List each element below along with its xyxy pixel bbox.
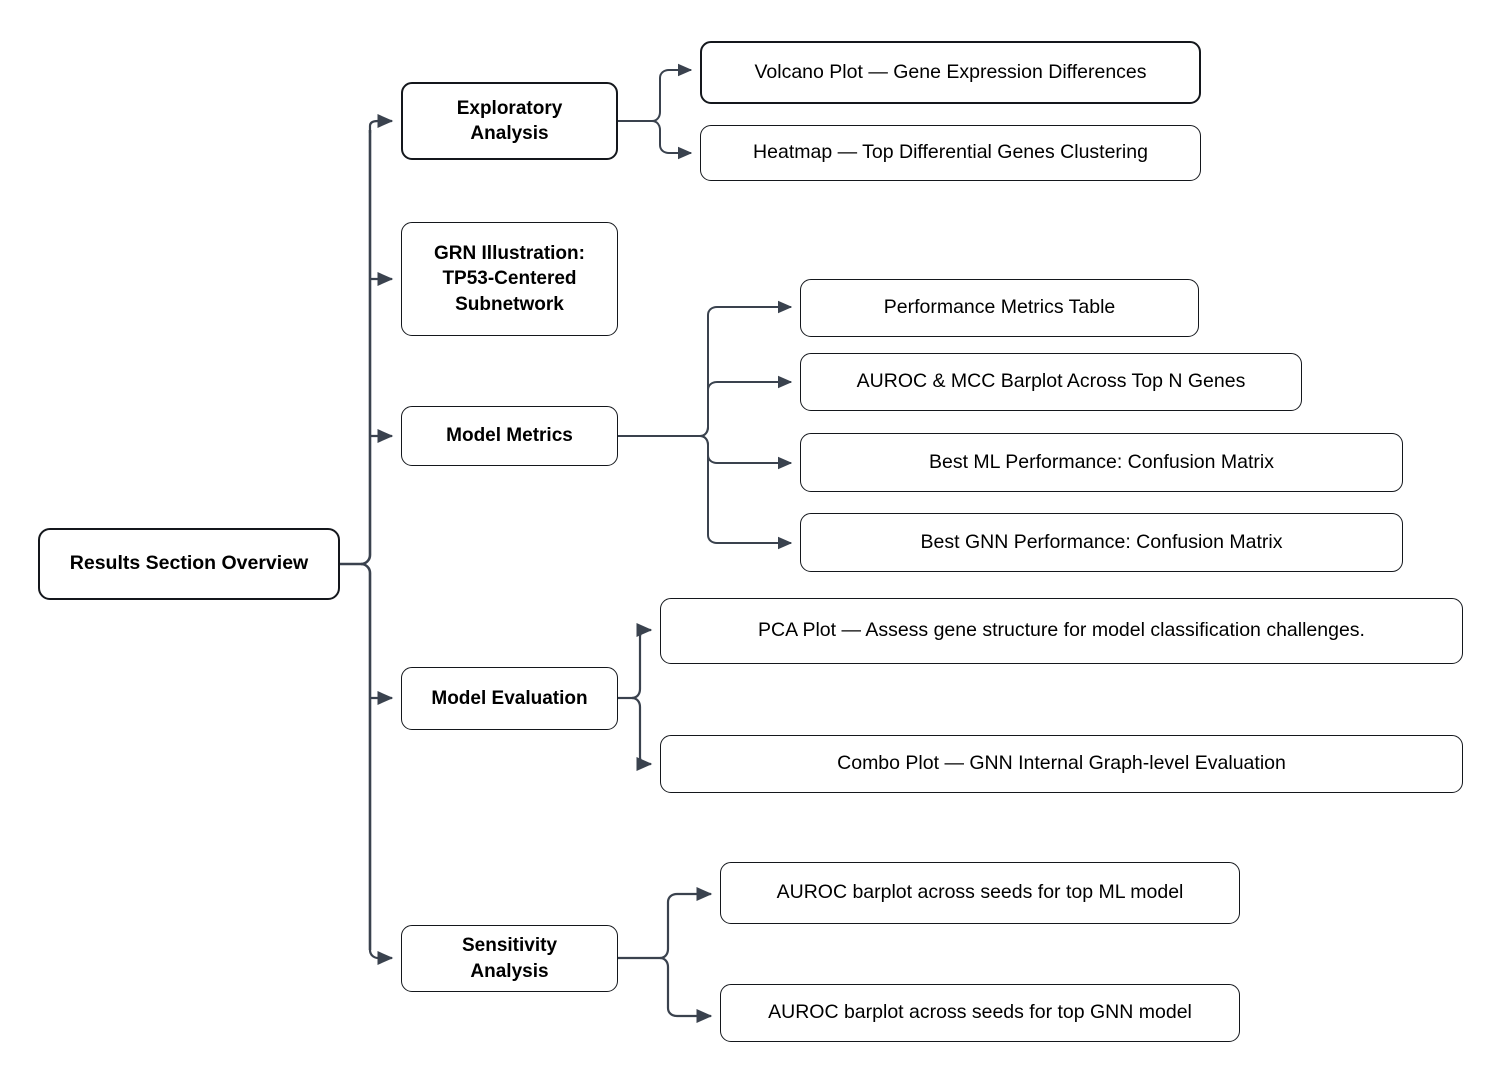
edge-branch-a	[368, 114, 394, 133]
node-results-section-overview[interactable]: Results Section Overview	[38, 528, 340, 600]
edge-evaluation-d1	[631, 623, 653, 700]
node-label: Volcano Plot — Gene Expression Differenc…	[754, 60, 1147, 83]
node-label: Exploratory Analysis	[456, 97, 563, 144]
node-model-metrics[interactable]: Model Metrics	[401, 406, 618, 466]
node-label: Sensitivity Analysis	[461, 935, 558, 982]
node-exploratory-analysis[interactable]: Exploratory Analysis	[401, 82, 618, 160]
node-label: AUROC barplot across seeds for top GNN m…	[768, 1001, 1192, 1024]
node-label: Results Section Overview	[69, 552, 309, 575]
node-label: Model Evaluation	[431, 687, 588, 709]
edge-trunk-join	[360, 554, 372, 566]
node-grn-illustration[interactable]: GRN Illustration: TP53-Centered Subnetwo…	[401, 222, 618, 336]
node-auroc-seeds-ml[interactable]: AUROC barplot across seeds for top ML mo…	[720, 862, 1240, 924]
node-label: GRN Illustration: TP53-Centered Subnetwo…	[434, 243, 585, 315]
node-best-ml-confusion-matrix[interactable]: Best ML Performance: Confusion Matrix	[800, 433, 1403, 492]
node-label: Best ML Performance: Confusion Matrix	[929, 450, 1274, 473]
edge-metrics-c1	[699, 300, 793, 437]
node-heatmap[interactable]: Heatmap — Top Differential Genes Cluster…	[700, 125, 1201, 181]
node-auroc-mcc-barplot[interactable]: AUROC & MCC Barplot Across Top N Genes	[800, 353, 1302, 411]
edge-exploratory-trunk-up	[651, 63, 693, 122]
node-performance-metrics-table[interactable]: Performance Metrics Table	[800, 279, 1199, 337]
edge-metrics-c2	[699, 375, 793, 437]
node-label: Combo Plot — GNN Internal Graph-level Ev…	[837, 752, 1286, 775]
node-model-evaluation[interactable]: Model Evaluation	[401, 667, 618, 730]
node-label: Performance Metrics Table	[883, 296, 1116, 319]
node-sensitivity-analysis[interactable]: Sensitivity Analysis	[401, 925, 618, 992]
node-label: PCA Plot — Assess gene structure for mod…	[758, 619, 1365, 642]
node-volcano-plot[interactable]: Volcano Plot — Gene Expression Differenc…	[700, 41, 1201, 104]
edge-metrics-c4	[699, 435, 793, 550]
node-pca-plot[interactable]: PCA Plot — Assess gene structure for mod…	[660, 598, 1463, 664]
node-combo-plot[interactable]: Combo Plot — GNN Internal Graph-level Ev…	[660, 735, 1463, 793]
edge-evaluation-d2	[631, 696, 653, 771]
edge-branch-e	[368, 949, 394, 965]
node-label: Best GNN Performance: Confusion Matrix	[920, 530, 1283, 553]
node-auroc-seeds-gnn[interactable]: AUROC barplot across seeds for top GNN m…	[720, 984, 1240, 1042]
edge-metrics-c3	[699, 435, 793, 470]
node-best-gnn-confusion-matrix[interactable]: Best GNN Performance: Confusion Matrix	[800, 513, 1403, 572]
edge-trunk-join2	[360, 562, 372, 574]
edge-sensitivity-e1	[659, 887, 713, 960]
node-label: AUROC & MCC Barplot Across Top N Genes	[856, 370, 1246, 393]
node-label: AUROC barplot across seeds for top ML mo…	[776, 881, 1184, 904]
edge-sensitivity-e2	[659, 956, 713, 1023]
node-label: Model Metrics	[446, 425, 573, 447]
edge-exploratory-trunk-down	[651, 120, 693, 160]
node-label: Heatmap — Top Differential Genes Cluster…	[753, 141, 1148, 164]
